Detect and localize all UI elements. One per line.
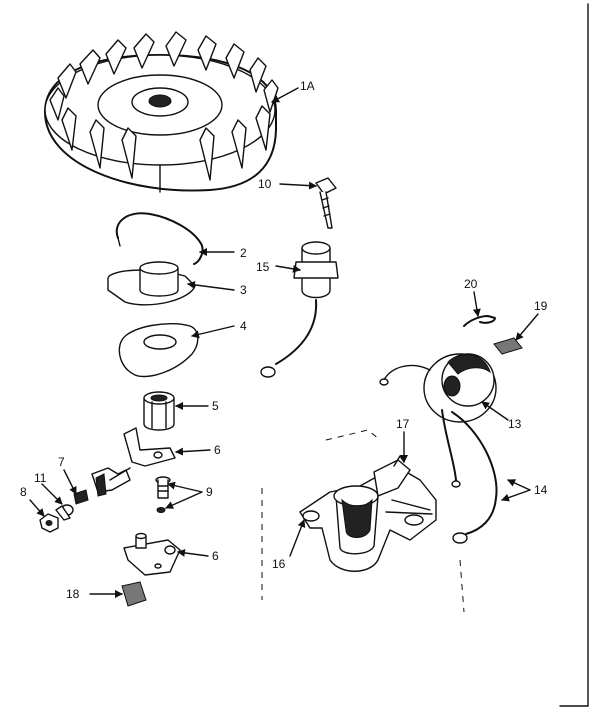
flywheel-part-1a (44, 31, 279, 193)
flywheel-fins (49, 31, 279, 181)
label-11: 11 (34, 471, 47, 485)
label-19: 19 (534, 299, 548, 313)
label-2: 2 (240, 246, 247, 260)
label-16: 16 (272, 557, 286, 571)
label-17: 17 (396, 417, 410, 431)
plate-part-4 (118, 323, 199, 378)
felt-pad-part-18 (121, 581, 147, 607)
label-9: 9 (206, 485, 213, 499)
nut-part-8 (39, 513, 59, 533)
label-1a: 1A (300, 79, 315, 93)
breaker-arm-part-6-upper (91, 427, 176, 497)
label-15: 15 (256, 260, 270, 274)
label-10: 10 (258, 177, 272, 191)
collar-part-3 (107, 261, 196, 306)
label-8: 8 (20, 485, 27, 499)
label-20: 20 (464, 277, 478, 291)
coil-part-13 (379, 353, 497, 423)
spring-clip-part-2 (115, 212, 204, 265)
pad-part-19 (493, 337, 523, 355)
mounting-bracket-part-16 (261, 429, 465, 613)
leader-lines (29, 87, 539, 598)
washer-part-11 (55, 504, 74, 521)
label-7: 7 (58, 455, 65, 469)
label-13: 13 (508, 417, 522, 431)
label-6-upper: 6 (214, 443, 221, 457)
label-5: 5 (212, 399, 219, 413)
sleeve-part-5 (143, 391, 175, 431)
label-14: 14 (534, 483, 548, 497)
part-labels: 1A 10 2 15 3 4 20 19 5 13 17 6 7 11 9 14… (20, 79, 548, 601)
screw-part-9 (155, 476, 171, 513)
leads-part-14 (441, 409, 498, 544)
clip-part-20 (463, 315, 496, 327)
condenser-part-15 (260, 241, 339, 378)
frame-right-edge (559, 3, 589, 707)
label-18: 18 (66, 587, 80, 601)
label-6-lower: 6 (212, 549, 219, 563)
label-3: 3 (240, 283, 247, 297)
breaker-base-part-6-lower (123, 532, 181, 576)
label-4: 4 (240, 319, 247, 333)
screw-part-10 (315, 177, 337, 229)
terminal-part-7 (73, 489, 89, 505)
